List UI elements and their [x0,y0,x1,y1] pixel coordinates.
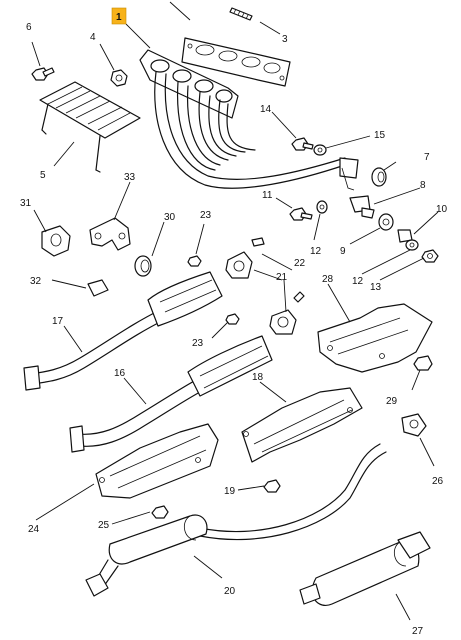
rear-silencer-27 [299,531,431,606]
part-drawings [23,7,439,606]
callout-p7: 7 [424,152,430,163]
callout-p11: 11 [262,190,273,201]
clamp-26 [401,413,427,437]
bolt-14 [291,137,314,151]
manifold-stud [229,7,253,21]
clip-32 [87,279,109,297]
manifold-gasket [181,37,291,87]
nut-13 [421,249,439,263]
callout-p17: 17 [52,316,64,327]
callout-p21: 21 [276,272,288,283]
callout-p18: 18 [252,372,264,383]
heat-shield-24 [95,423,219,499]
washer-12a [316,200,328,214]
gasket-21 [269,291,305,335]
callout-p8: 8 [420,180,426,191]
callout-p14: 14 [260,104,272,115]
washer-15 [313,144,327,156]
heat-shield-5 [39,81,141,173]
nut-29 [413,355,433,371]
callout-p22: 22 [294,258,306,269]
callout-p13: 13 [370,282,382,293]
callout-p12b: 12 [352,276,364,287]
callout-p32: 32 [30,276,42,287]
front-pipe-17 [23,271,223,391]
nut-19 [263,479,281,493]
rubber-ring-7 [371,167,387,187]
callout-p1: 1 [116,12,122,23]
intermediate-pipe-16 [69,335,273,453]
callout-p2: 2 [160,0,166,3]
leader-lines [31,1,439,621]
nut-23a [187,255,202,267]
callout-p31: 31 [20,198,32,209]
bracket-8 [349,195,375,219]
callout-p4: 4 [90,32,96,43]
callout-p5: 5 [40,170,46,181]
callout-p16: 16 [114,368,126,379]
callout-p12a: 12 [310,246,322,257]
callout-p29: 29 [386,396,398,407]
callout-p33: 33 [124,172,136,183]
callout-p3: 3 [282,34,288,45]
callout-p6: 6 [26,22,32,33]
callout-p30: 30 [164,212,176,223]
callout-p26: 26 [432,476,444,487]
callout-p15: 15 [374,130,386,141]
callout-p27: 27 [412,626,424,637]
bolt-6 [31,67,55,81]
highlight-badge [111,7,127,25]
callout-labels: 1 2 3 4 5 6 7 8 9 10 11 12 12 13 14 15 1… [20,0,448,637]
middle-silencer-20 [85,443,387,597]
callout-p23a: 23 [200,210,212,221]
bolt-11 [289,207,313,221]
callout-p23b: 23 [192,338,204,349]
callout-p25: 25 [98,520,110,531]
callout-p9: 9 [340,246,346,257]
exhaust-manifold [139,49,359,191]
callout-p20: 20 [224,586,236,597]
callout-p28: 28 [322,274,334,285]
washer-12b [405,239,419,251]
nut-4 [110,69,128,87]
rubber-ring-30 [134,255,152,277]
callout-p24: 24 [28,524,40,535]
gasket-22 [225,237,265,279]
heat-shield-28 [317,303,433,373]
callout-p19: 19 [224,486,236,497]
nut-23b [225,313,240,325]
callout-p10: 10 [436,204,448,215]
heat-shield-18 [241,387,363,463]
nut-25 [151,505,169,519]
rubber-mount-31 [41,225,71,257]
clamp-9 [378,213,394,231]
hanger-bracket-33 [89,217,131,251]
